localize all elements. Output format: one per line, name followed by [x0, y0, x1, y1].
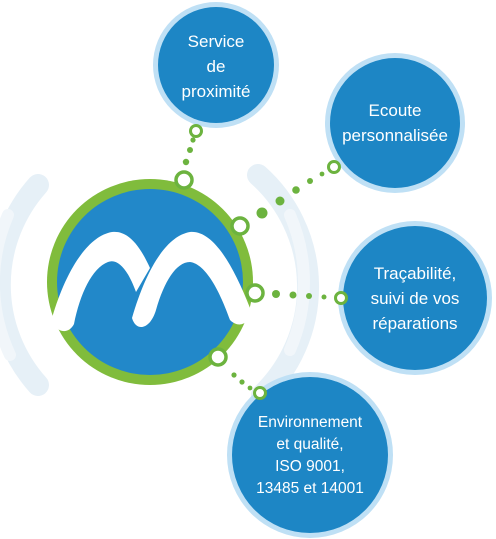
bubble-environnement	[227, 372, 393, 538]
connector-service	[182, 137, 196, 166]
connector-tracabilite	[272, 290, 327, 300]
hub-nodes	[174, 170, 265, 367]
bubble-tracabilite	[334, 221, 492, 375]
stylized-m-logo-icon	[52, 231, 251, 332]
connector-environnement	[231, 372, 253, 391]
connectors	[182, 137, 327, 391]
connector-ecoute	[256, 171, 325, 219]
bubble-service	[153, 2, 279, 138]
bubble-ecoute	[325, 53, 465, 193]
hub	[47, 170, 265, 385]
